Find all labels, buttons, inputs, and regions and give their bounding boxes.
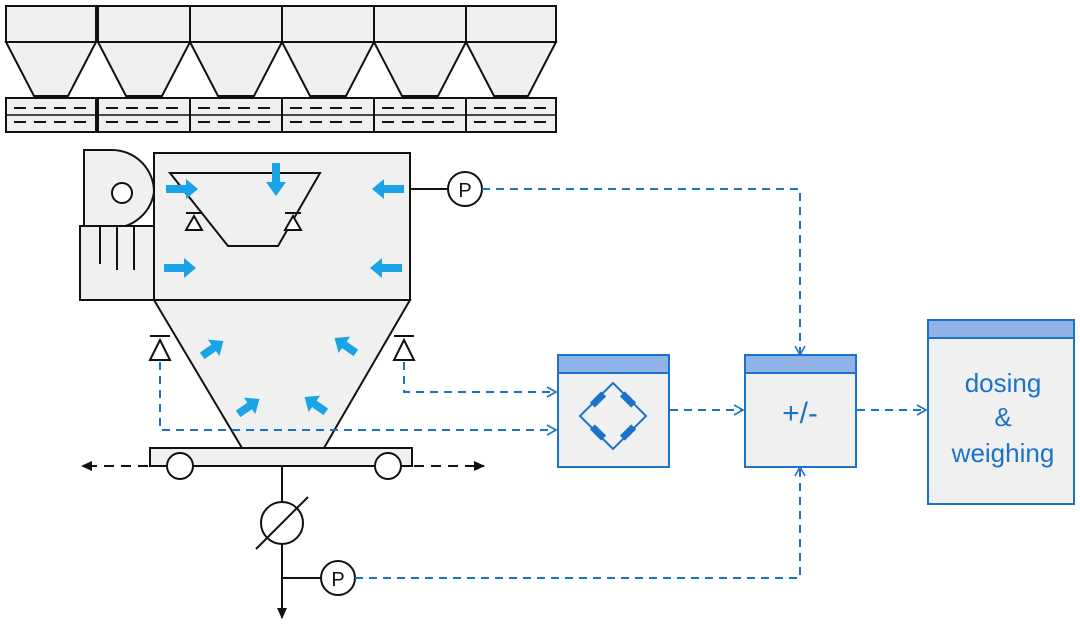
- hopper-1: [4, 5, 98, 133]
- signal-lines: [159, 188, 928, 579]
- arrow-icon: [304, 395, 329, 416]
- output-label-line3: weighing: [951, 438, 1055, 468]
- pressure-sensor-bottom: P: [320, 560, 356, 596]
- arrow-icon: [166, 179, 198, 199]
- hopper-5: [372, 5, 468, 133]
- output-label-line1: dosing: [965, 368, 1042, 398]
- arrow-icon: [164, 258, 196, 278]
- comparator-block: +/-: [744, 354, 857, 468]
- comparator-label: +/-: [782, 397, 818, 430]
- pressure-label-bottom: P: [331, 569, 344, 591]
- arrow-icon: [235, 397, 260, 418]
- feeder-dashes: [14, 107, 548, 123]
- bridge-block: [557, 354, 670, 468]
- outlet-pipe: [277, 466, 322, 619]
- arrow-icon: [370, 258, 402, 278]
- arrow-icon: [266, 163, 286, 196]
- arrow-icon: [199, 339, 224, 360]
- hopper-4: [280, 5, 376, 133]
- valve-icon: [255, 496, 309, 550]
- airflow-arrows: [164, 163, 404, 418]
- pressure-sensor-top: P: [410, 171, 483, 207]
- conveyor-carriage: [149, 447, 413, 480]
- hopper-3: [188, 5, 284, 133]
- dosing-weighing-block: dosing & weighing: [927, 319, 1075, 505]
- pressure-label-top: P: [458, 180, 471, 202]
- hopper-2: [96, 5, 192, 133]
- hopper-6: [464, 5, 558, 133]
- supply-hoppers: [4, 5, 558, 133]
- signal-line-right-loadcell: [403, 362, 558, 398]
- arrow-icon: [334, 336, 359, 357]
- load-cell-icon: [184, 212, 303, 231]
- outer-load-cells: [148, 335, 416, 361]
- signal-line-top-pressure: [482, 188, 806, 357]
- weighing-vessel: [152, 152, 412, 449]
- blower-icon: [79, 149, 156, 301]
- output-label-line2: &: [994, 402, 1011, 432]
- signal-line-bottom-pressure: [355, 465, 806, 579]
- arrow-icon: [372, 179, 404, 199]
- wheatstone-bridge-icon: [578, 381, 648, 451]
